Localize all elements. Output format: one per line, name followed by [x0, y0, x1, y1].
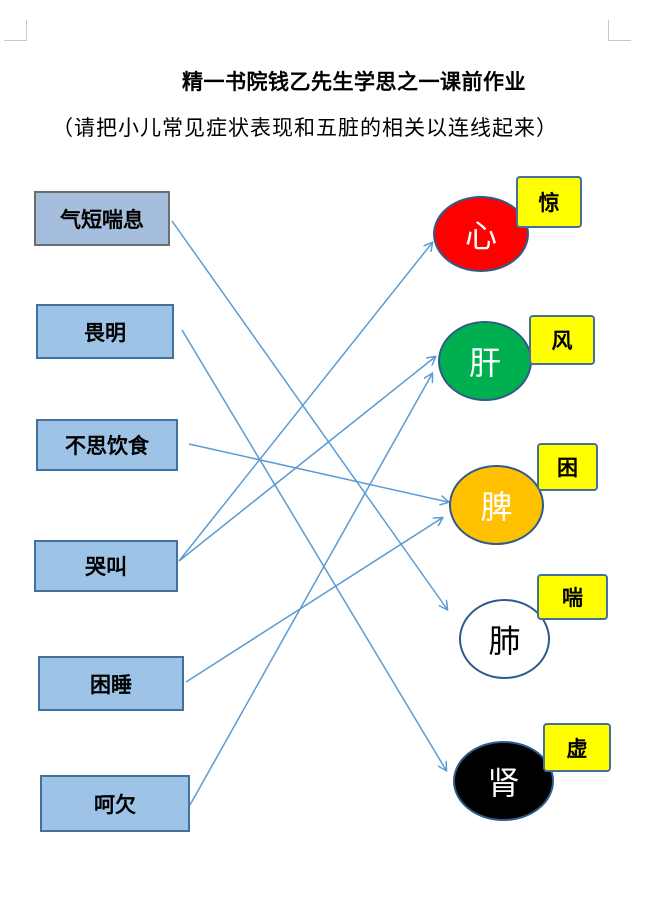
- connection-arrow: [188, 443, 448, 502]
- organ-tag-kidney: 虚: [543, 723, 611, 772]
- crop-mark-top-right: [608, 20, 631, 41]
- organ-circle-kidney: 肾: [453, 741, 554, 821]
- connection-arrow: [181, 329, 446, 770]
- organ-tag-heart: 惊: [516, 176, 582, 228]
- page-title: 精一书院钱乙先生学思之一课前作业: [182, 69, 526, 94]
- organ-circle-spleen: 脾: [449, 465, 544, 545]
- symptom-box-yawning: 呵欠: [40, 775, 190, 832]
- organ-circle-heart: 心: [433, 196, 529, 272]
- connection-arrow: [185, 518, 442, 683]
- symptom-box-crying: 哭叫: [34, 540, 178, 592]
- organ-tag-lung: 喘: [537, 574, 608, 620]
- connection-arrow: [178, 243, 432, 562]
- organ-circle-lung: 肺: [459, 599, 550, 679]
- crop-mark-top-left: [4, 20, 27, 41]
- connection-arrow: [189, 374, 432, 806]
- organ-circle-liver: 肝: [438, 321, 532, 401]
- page-subtitle: （请把小儿常见症状表现和五脏的相关以连线起来）: [52, 116, 558, 140]
- symptom-box-poor-appetite: 不思饮食: [36, 419, 178, 471]
- organ-tag-spleen: 困: [537, 443, 598, 491]
- connection-arrow: [178, 357, 435, 562]
- connection-arrow: [171, 220, 447, 609]
- symptom-box-shortness-of-breath: 气短喘息: [34, 191, 170, 246]
- organ-tag-liver: 风: [529, 315, 595, 365]
- symptom-box-photophobia: 畏明: [36, 304, 174, 359]
- symptom-box-drowsiness: 困睡: [38, 656, 184, 711]
